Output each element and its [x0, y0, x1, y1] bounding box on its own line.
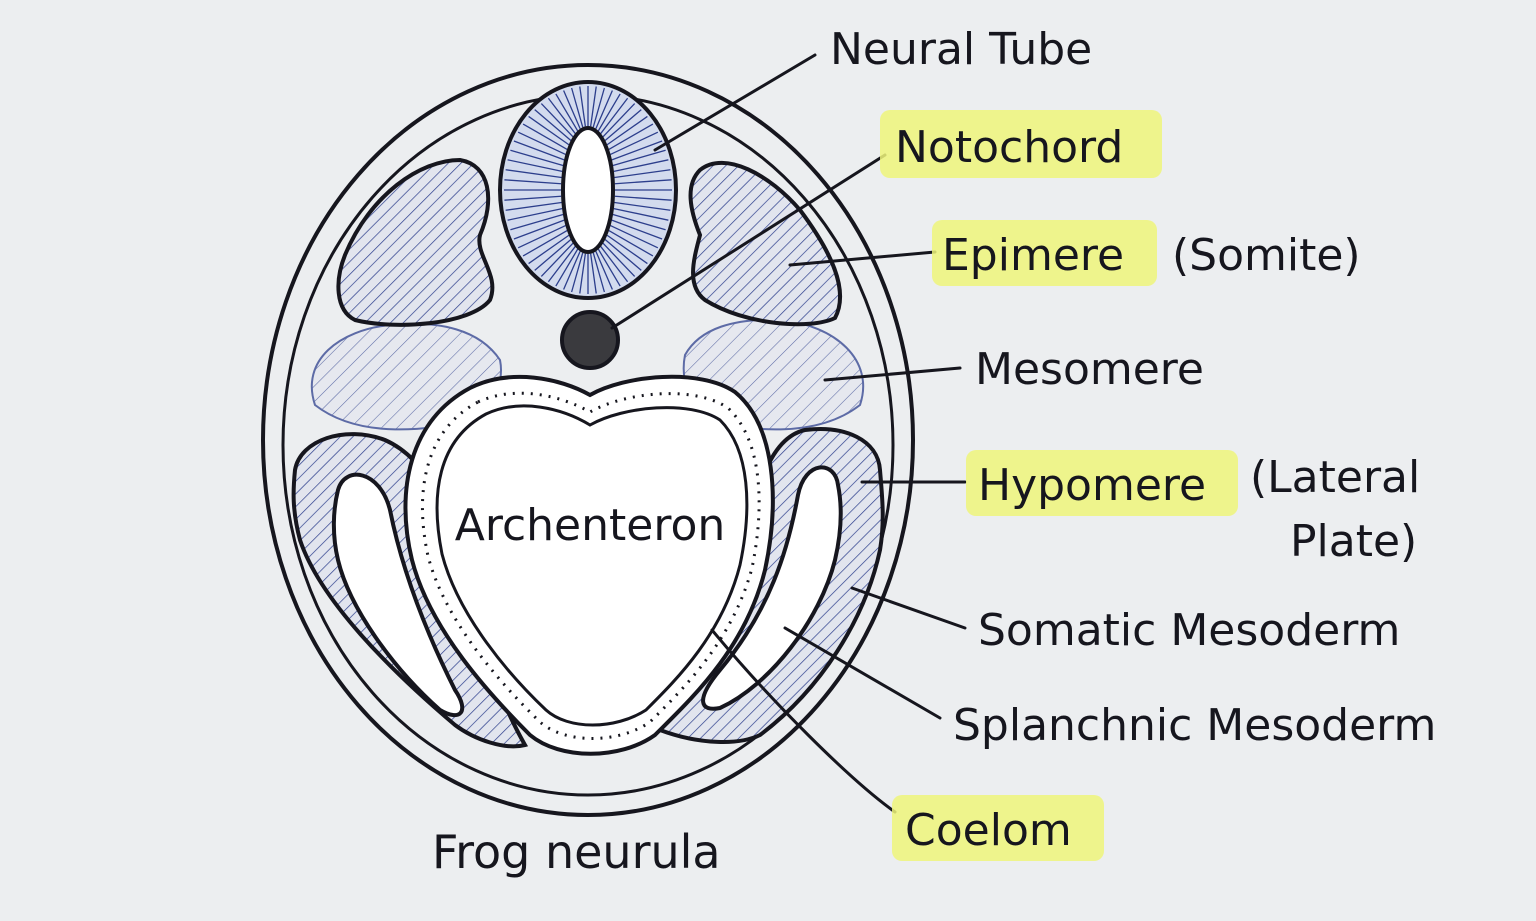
neural-tube-ray: [604, 238, 642, 271]
ectoderm-outline: [261, 63, 915, 817]
neural-tube-ray: [595, 90, 613, 130]
neural-tube-ray: [534, 109, 572, 142]
neural-tube-ray: [570, 87, 584, 128]
leader-epimere: [788, 250, 937, 267]
neural-tube-ray: [604, 109, 642, 142]
label-notochord: Notochord: [895, 122, 1123, 173]
highlight-epimere: [932, 220, 1157, 286]
neural-tube: [498, 80, 678, 300]
neural-tube-ray: [570, 252, 584, 293]
neural-tube-ray: [563, 90, 581, 130]
neural-tube-ray: [613, 159, 669, 173]
neural-tube-ray: [579, 253, 586, 294]
leader-somatic: [850, 586, 967, 630]
coelom-left: [331, 472, 465, 718]
neural-tube-ray: [590, 86, 597, 127]
neural-tube-ray: [507, 159, 563, 173]
neural-tube-ray: [614, 169, 671, 179]
label-neural-tube: Neural Tube: [830, 24, 1092, 75]
coelom-right: [701, 465, 843, 711]
label-coelom: Coelom: [905, 805, 1072, 856]
neural-tube-ray: [547, 246, 576, 283]
neural-tube-ray: [513, 140, 565, 161]
neural-tube-ray: [517, 131, 566, 156]
leader-notochord: [610, 153, 887, 330]
neural-tube-ray: [504, 195, 562, 201]
neural-tube-ray: [590, 253, 597, 294]
leader-coelom: [710, 628, 897, 814]
neural-tube-ray: [592, 87, 606, 128]
neural-tube-ray: [528, 234, 570, 265]
label-hypomere: Hypomere: [978, 460, 1206, 511]
leader-mesomere: [823, 366, 962, 382]
notochord: [560, 310, 620, 370]
neural-tube-ray: [608, 230, 654, 257]
neural-tube-ray: [613, 207, 669, 221]
neural-tube-ray: [505, 169, 562, 179]
neural-tube-ray: [608, 123, 654, 150]
neural-tube-ray: [597, 248, 621, 287]
label-hypomere-note-1: (Lateral: [1250, 452, 1420, 503]
label-somatic: Somatic Mesoderm: [978, 605, 1400, 656]
highlight-coelom: [892, 795, 1104, 861]
neural-tube-ray: [602, 242, 636, 277]
neural-tube-ray: [534, 238, 572, 271]
neural-tube-ray: [610, 131, 659, 156]
neural-tube-ray: [612, 213, 666, 231]
epimere-right: [688, 160, 843, 327]
neural-tube-ray: [528, 115, 570, 146]
neural-tube-ray: [600, 246, 629, 283]
neural-tube-ray: [555, 93, 579, 132]
neural-tube-ray: [614, 195, 672, 201]
neural-tube-ray: [611, 140, 663, 161]
neural-tube-ray: [547, 97, 576, 134]
neural-tube-ray: [540, 242, 574, 277]
neural-tube-ray: [517, 224, 566, 249]
neural-tube-ray: [563, 250, 581, 290]
neural-tube-ray: [510, 149, 564, 167]
neural-tube-ray: [614, 201, 671, 211]
neural-tube-ray: [522, 123, 568, 150]
neural-tube-ray: [555, 248, 579, 287]
label-hypomere-note-2: Plate): [1290, 516, 1417, 567]
neural-tube-ray: [522, 230, 568, 257]
neural-tube-ray: [507, 207, 563, 221]
neural-tube-ray: [592, 252, 606, 293]
highlight-hypomere: [966, 450, 1238, 516]
leader-splanchnic: [783, 626, 942, 720]
neural-tube-ray: [595, 250, 613, 290]
label-epimere-note: (Somite): [1172, 230, 1361, 281]
neural-tube-ray: [579, 86, 586, 127]
neural-tube-ray: [510, 213, 564, 231]
neural-tube-ray: [513, 219, 565, 240]
neural-tube-ray: [597, 93, 621, 132]
neural-tube-ray: [505, 201, 562, 211]
label-mesomere: Mesomere: [975, 344, 1204, 395]
neural-tube-ray: [504, 179, 562, 185]
neural-tube-ray: [612, 149, 666, 167]
neural-tube-ray: [602, 103, 636, 138]
neural-tube-ray: [614, 179, 672, 185]
label-epimere: Epimere: [942, 230, 1124, 281]
neural-tube-ray: [600, 97, 629, 134]
highlight-notochord: [880, 110, 1162, 178]
caption: Frog neurula: [432, 825, 721, 879]
neural-tube-ray: [611, 219, 663, 240]
neural-tube-ray: [610, 224, 659, 249]
label-splanchnic: Splanchnic Mesoderm: [953, 700, 1436, 751]
neural-tube-ray: [606, 234, 648, 265]
archenteron-label: Archenteron: [455, 500, 726, 551]
leader-neural-tube: [653, 53, 817, 152]
neural-tube-ray: [540, 103, 574, 138]
neural-tube-ray: [606, 115, 648, 146]
epimere-left: [336, 157, 495, 327]
